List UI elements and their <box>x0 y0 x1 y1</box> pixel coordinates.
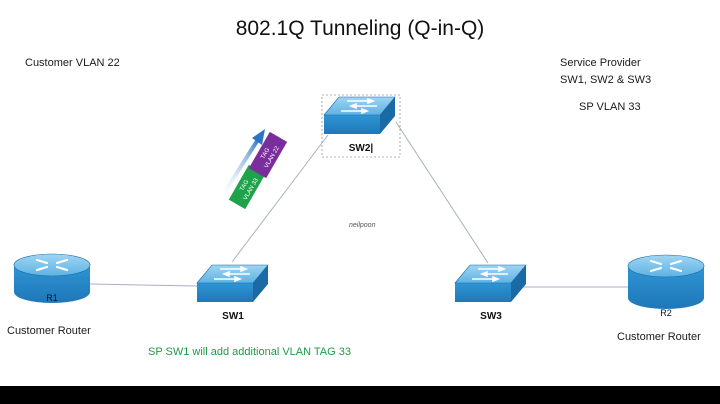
selection-box <box>321 94 401 158</box>
link-r1-sw1 <box>89 283 198 287</box>
switch-sw1-label: SW1 <box>222 311 244 322</box>
link-sw1-sw2 <box>231 134 329 263</box>
tag-vlan-22-line1: TAG <box>260 147 271 161</box>
router-icon <box>627 254 705 309</box>
router-icon <box>13 253 91 303</box>
bottom-bar <box>0 386 720 404</box>
switch-icon <box>454 264 527 302</box>
router-r2-label: R2 <box>660 308 672 318</box>
diagram-canvas: R1 R2 <box>0 0 720 386</box>
r1-caption: Customer Router <box>7 325 91 337</box>
network-diagram: R1 R2 <box>13 94 705 322</box>
switch-sw3-label: SW3 <box>480 311 502 322</box>
service-provider-switches: SW1, SW2 & SW3 <box>560 74 652 86</box>
watermark: neilpoon <box>349 222 376 229</box>
r2-caption: Customer Router <box>617 331 701 343</box>
tag-vlan-33-box <box>228 164 266 210</box>
tag-vlan-33-line1: TAG <box>239 179 250 193</box>
router-r2[interactable]: R2 <box>627 254 705 318</box>
switch-sw3[interactable]: SW3 <box>454 264 527 322</box>
switch-sw1[interactable]: SW1 <box>196 264 269 322</box>
switch-icon <box>196 264 269 302</box>
switch-icon <box>323 96 396 134</box>
service-provider-vlan: SP VLAN 33 <box>579 101 641 113</box>
switch-sw2[interactable]: SW2| <box>321 94 401 158</box>
sw1-note: SP SW1 will add additional VLAN TAG 33 <box>148 346 351 358</box>
router-r1[interactable]: R1 <box>13 253 91 303</box>
customer-vlan-label: Customer VLAN 22 <box>25 57 120 69</box>
page-title: 802.1Q Tunneling (Q-in-Q) <box>235 17 485 40</box>
direction-arrow-icon <box>220 129 265 198</box>
link-sw2-sw3 <box>395 121 489 264</box>
switch-sw2-label: SW2| <box>349 143 374 154</box>
tag-vlan-22-box <box>248 131 288 179</box>
router-r1-label: R1 <box>46 293 58 303</box>
service-provider-title: Service Provider <box>560 57 641 69</box>
